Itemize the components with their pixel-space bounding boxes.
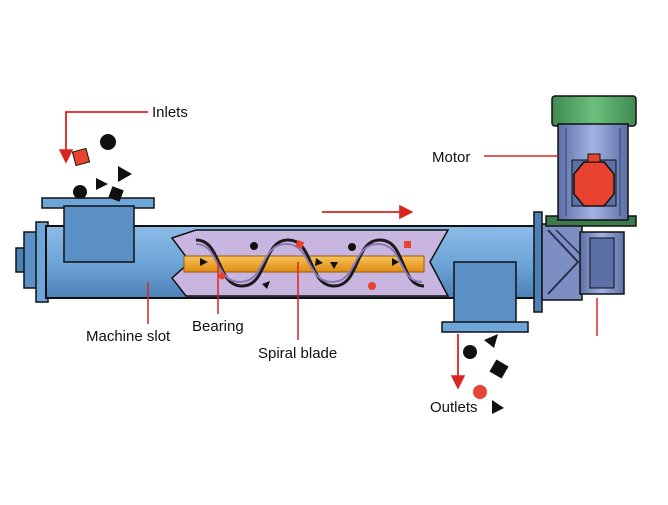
bearing-label: Bearing <box>192 318 244 335</box>
particle-circle <box>218 272 226 280</box>
inlet-particles <box>71 134 132 202</box>
inlet-flow-arrow <box>58 111 148 164</box>
motor <box>551 95 637 336</box>
particle-triangle <box>262 281 270 289</box>
particle-square <box>489 359 509 379</box>
motor-terminal-box <box>573 161 615 207</box>
particle-square <box>108 186 124 202</box>
particle-triangle <box>392 258 399 266</box>
particle-square <box>71 147 91 167</box>
inlets-label: Inlets <box>152 104 188 121</box>
left-end-cap <box>15 221 49 303</box>
particle-square <box>295 239 305 249</box>
particle-circle <box>473 385 487 399</box>
particle-triangle <box>315 258 323 266</box>
particle-circle <box>100 134 116 150</box>
outlet-box <box>441 261 529 333</box>
machine-slot-label: Machine slot <box>86 328 171 345</box>
inlet-hopper <box>41 197 155 263</box>
outlets-label: Outlets <box>430 399 478 416</box>
particle-triangle <box>330 262 338 269</box>
particle-square <box>404 241 411 248</box>
particle-circle <box>463 345 477 359</box>
particle-triangle <box>492 400 504 414</box>
cutaway-chamber <box>170 229 450 297</box>
particle-triangle <box>118 166 132 182</box>
particle-triangle <box>484 334 498 348</box>
spiral-blade <box>195 238 425 288</box>
particle-triangle <box>200 258 208 266</box>
motor-label: Motor <box>432 149 470 166</box>
particle-circle <box>73 185 87 199</box>
particle-circle <box>368 282 376 290</box>
outlet-particles <box>463 334 509 414</box>
particle-circle <box>348 243 356 251</box>
particle-triangle <box>96 178 108 190</box>
particle-circle <box>250 242 258 250</box>
drive-coupling <box>533 211 637 313</box>
spiral-blade-label: Spiral blade <box>258 345 337 362</box>
